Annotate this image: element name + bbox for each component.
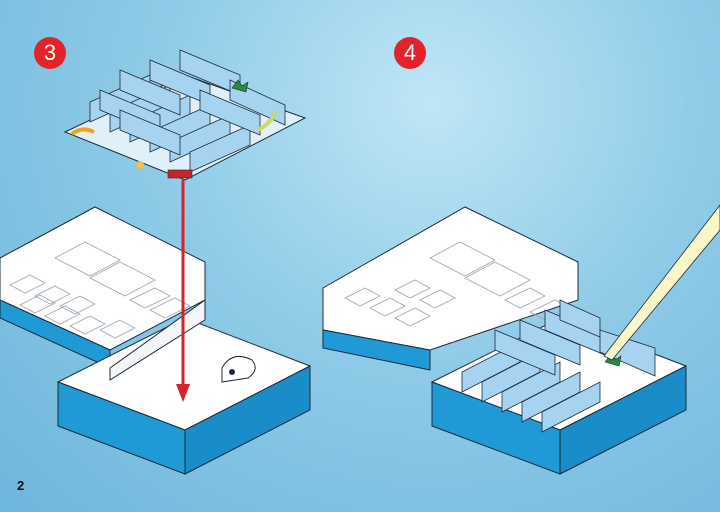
page-number: 2 — [17, 478, 25, 493]
step4-light-beam — [603, 204, 720, 361]
step-number-badge: 4 — [394, 37, 426, 69]
step3-ghost-figure — [221, 355, 256, 383]
step3-maze-insert — [63, 49, 307, 181]
step-number-badge: 3 — [34, 37, 66, 69]
step3-lid-print — [9, 241, 191, 339]
step4-box-right-side — [559, 365, 687, 475]
step3-box-right-side — [184, 365, 311, 475]
step4-lid-print — [344, 241, 571, 327]
step3-open-box — [0, 206, 312, 475]
step4-open-box — [322, 206, 688, 475]
step3-arrow — [176, 180, 190, 402]
step4-lid-edge — [322, 329, 431, 371]
step4-maze-insert — [461, 299, 656, 433]
